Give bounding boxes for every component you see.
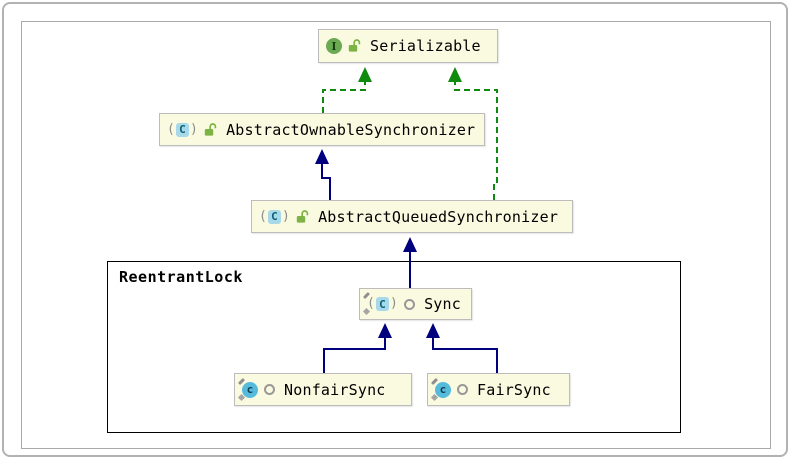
class-name-label: Serializable: [370, 37, 481, 55]
package-private-icon: [404, 298, 416, 310]
abstract-class-static-icon: (C): [362, 291, 398, 316]
class-node-fair-sync[interactable]: c FairSync: [427, 373, 570, 406]
class-static-icon: c: [237, 377, 258, 401]
abstract-class-icon: (C): [167, 121, 199, 137]
interface-icon: I: [326, 38, 342, 54]
open-lock-icon: [296, 209, 309, 223]
open-lock-icon: [204, 122, 217, 136]
class-node-serializable[interactable]: I Serializable: [318, 29, 498, 63]
class-node-abstract-ownable-synchronizer[interactable]: (C) AbstractOwnableSynchronizer: [159, 113, 485, 146]
class-node-nonfair-sync[interactable]: c NonfairSync: [234, 373, 412, 406]
container-label: ReentrantLock: [119, 268, 243, 286]
class-name-label: AbstractOwnableSynchronizer: [226, 120, 476, 139]
class-node-sync[interactable]: (C) Sync: [359, 288, 472, 320]
window-frame-outer: [2, 2, 788, 457]
class-node-abstract-queued-synchronizer[interactable]: (C) AbstractQueuedSynchronizer: [251, 200, 573, 233]
class-name-label: NonfairSync: [284, 380, 386, 399]
open-lock-icon: [348, 39, 361, 52]
container-node-reentrantlock[interactable]: ReentrantLock: [107, 261, 681, 433]
package-private-icon: [264, 384, 275, 395]
abstract-class-icon: (C): [259, 208, 291, 224]
class-name-label: FairSync: [477, 380, 551, 399]
class-static-icon: c: [430, 377, 451, 401]
class-name-label: Sync: [424, 295, 461, 313]
package-private-icon: [457, 384, 468, 395]
class-name-label: AbstractQueuedSynchronizer: [318, 207, 559, 226]
